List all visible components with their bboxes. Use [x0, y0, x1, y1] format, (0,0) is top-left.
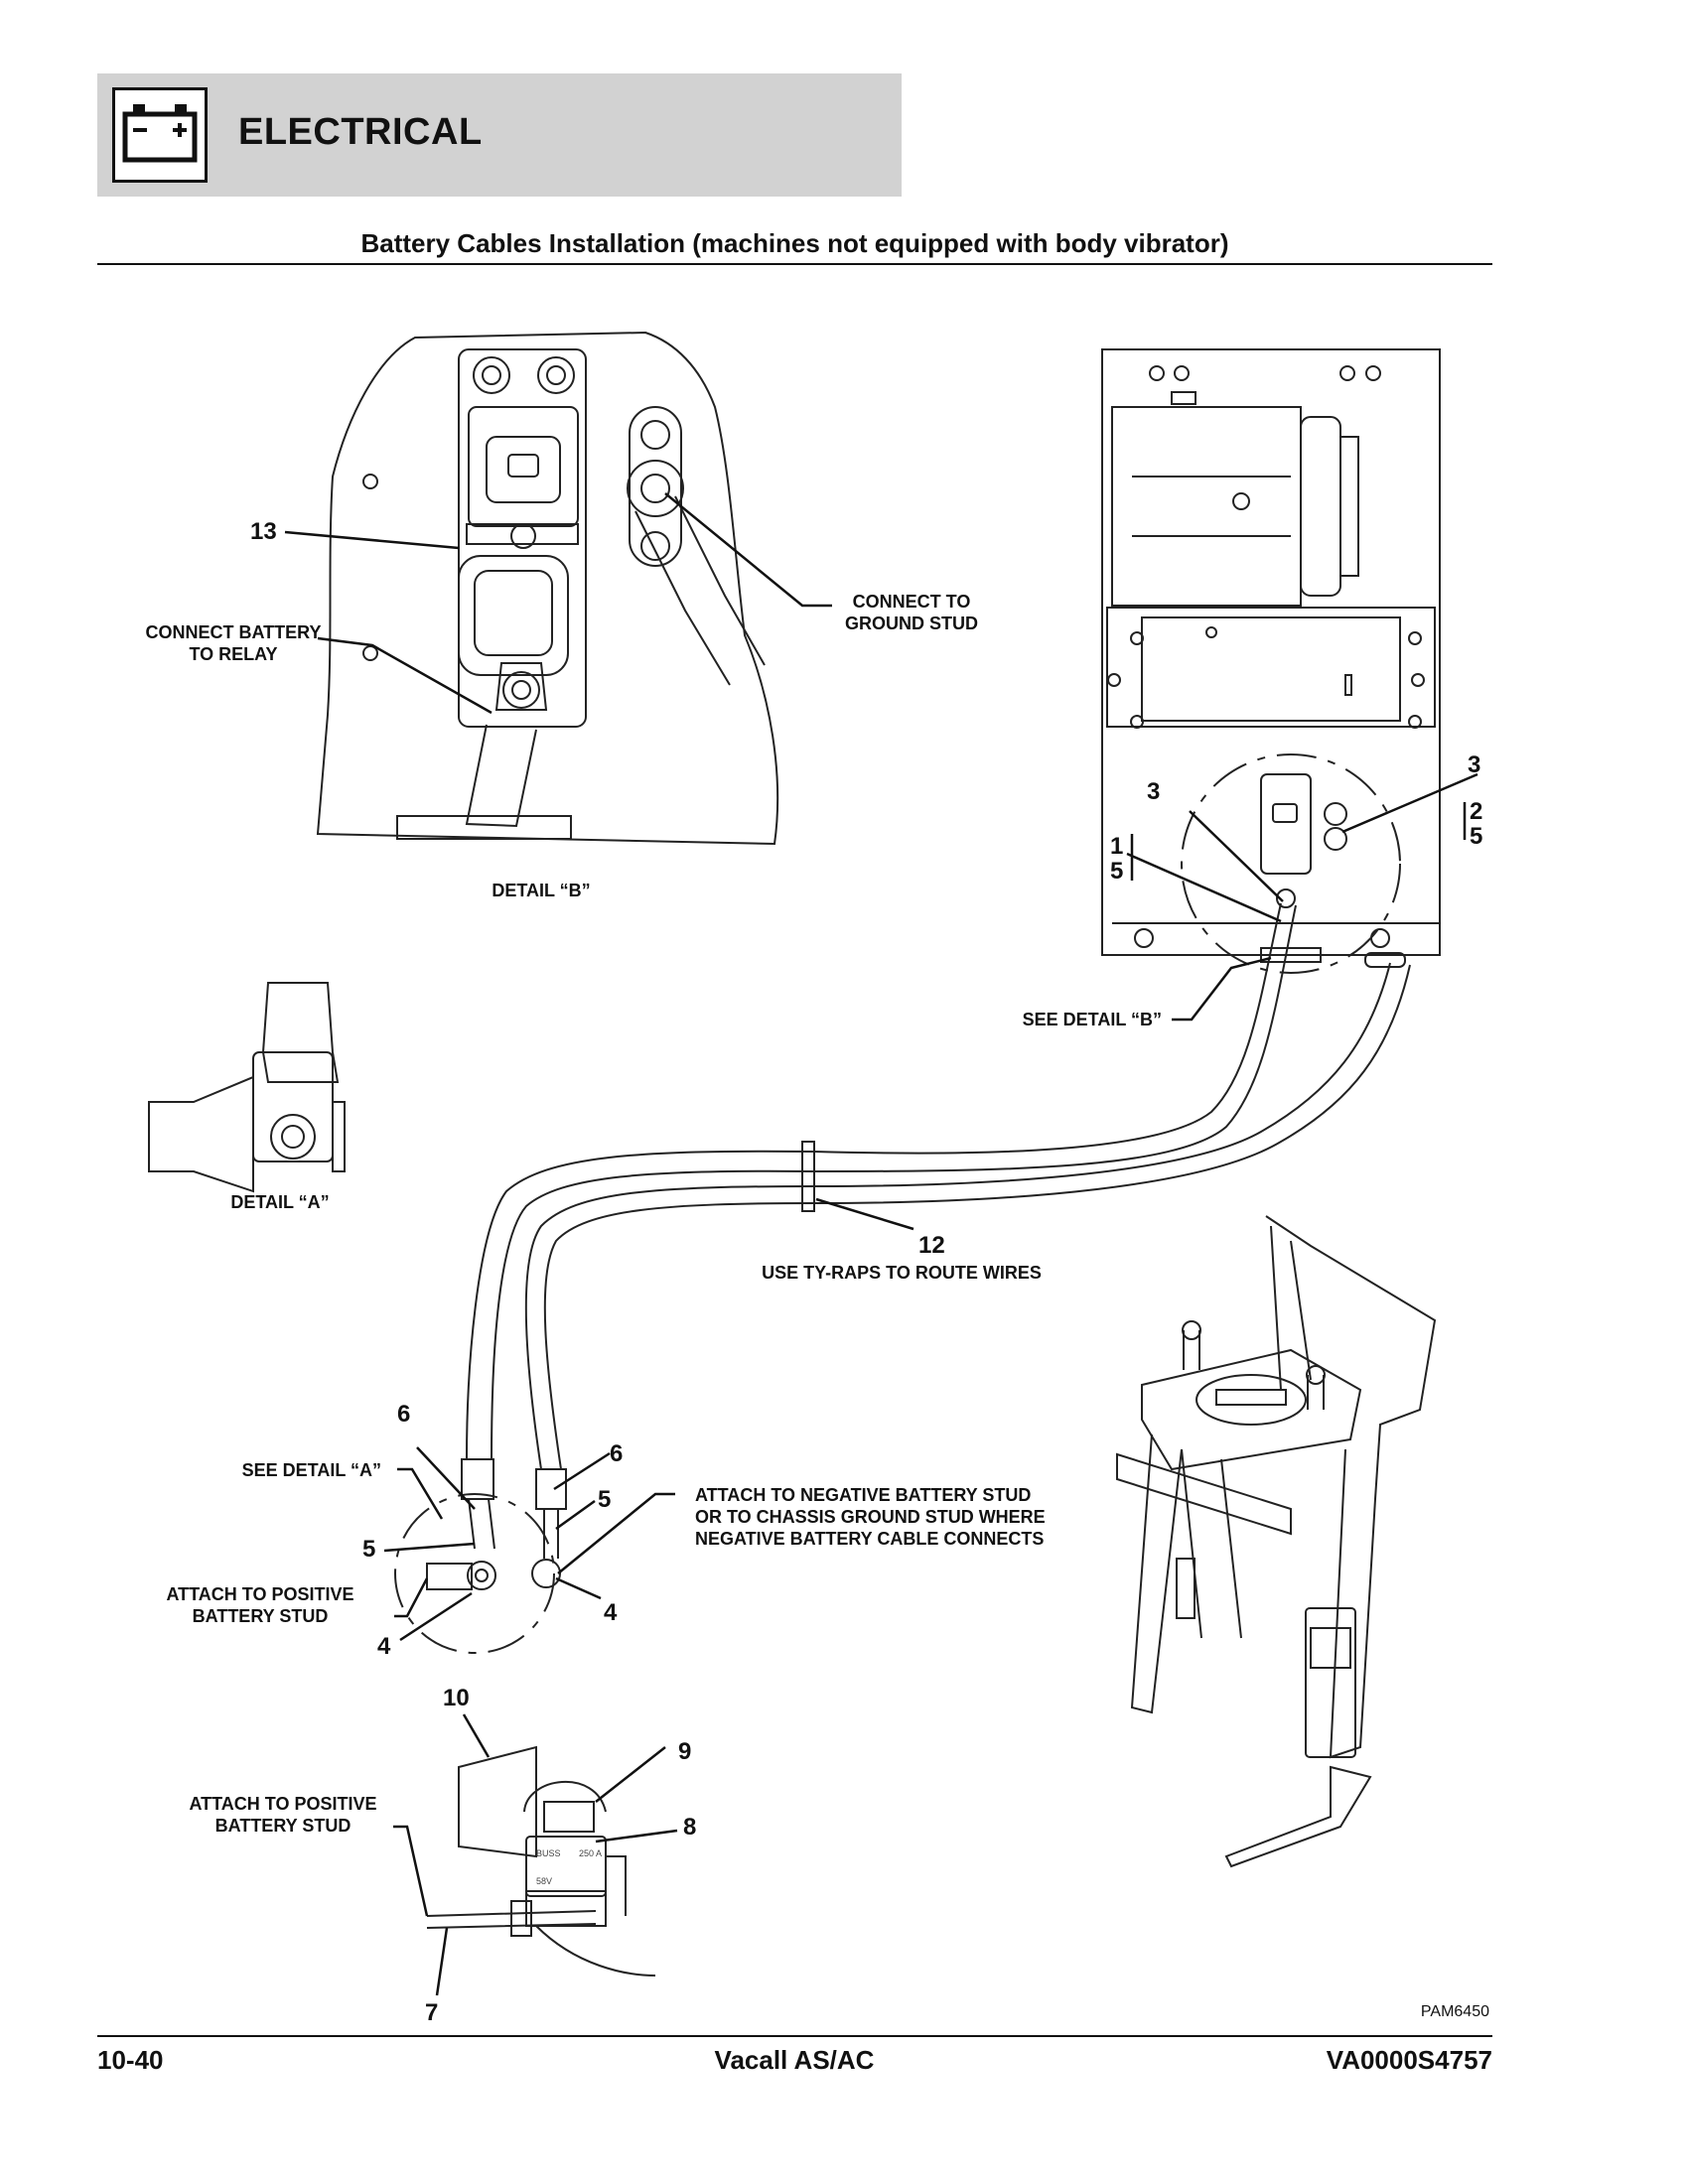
fuse-brand: BUSS [536, 1848, 561, 1858]
item-9: 9 [678, 1738, 691, 1765]
item-3-top: 3 [1468, 751, 1480, 778]
drawing-code: PAM6450 [1420, 2003, 1489, 2020]
cable-ends [394, 1458, 567, 1654]
leader-lines [284, 492, 1478, 1996]
footer-rule [97, 2035, 1492, 2037]
detail-b-drawing [316, 331, 779, 846]
item-3-left: 3 [1147, 778, 1160, 805]
item-5-mid: 5 [598, 1486, 611, 1513]
chassis-frame [1116, 1215, 1437, 1868]
item-4-right: 4 [604, 1599, 618, 1626]
item-2: 2 [1470, 798, 1482, 825]
battery-icon [112, 87, 208, 183]
callout-see-detail-b: SEE DETAIL “B” [1023, 1010, 1162, 1029]
detail-a-drawing [148, 982, 346, 1193]
callout-use-ty-raps: USE TY-RAPS TO ROUTE WIRES [762, 1263, 1042, 1283]
item-7: 7 [425, 1999, 438, 2026]
product-name: Vacall AS/AC [714, 2045, 875, 2075]
document-id: VA0000S4757 [1326, 2045, 1492, 2075]
battery-cables [466, 902, 1411, 1470]
item-8: 8 [683, 1814, 696, 1841]
item-10: 10 [443, 1685, 470, 1711]
item-6-right: 6 [610, 1440, 623, 1467]
page-title: Battery Cables Installation (machines no… [360, 228, 1229, 258]
detail-b-circle [1181, 753, 1401, 974]
header-band [97, 73, 902, 197]
battery-box-drawing [1101, 348, 1441, 956]
fuse-assembly [426, 1745, 656, 1977]
item-5-lower: 5 [362, 1536, 375, 1563]
item-6-left: 6 [397, 1401, 410, 1428]
item-13: 13 [250, 518, 277, 545]
fuse-rating: 250 A [579, 1848, 602, 1858]
section-title: ELECTRICAL [238, 111, 483, 153]
item-12: 12 [918, 1232, 945, 1259]
item-5-left: 5 [1110, 858, 1123, 885]
page-number: 10-40 [97, 2045, 164, 2075]
header-rule [97, 263, 1492, 265]
item-1: 1 [1110, 833, 1123, 860]
item-5-right: 5 [1470, 823, 1482, 850]
fuse-voltage: 58V [536, 1876, 552, 1886]
item-4-left: 4 [377, 1633, 391, 1660]
callout-detail-b: DETAIL “B” [492, 881, 590, 900]
callout-see-detail-a: SEE DETAIL “A” [242, 1460, 381, 1480]
callout-detail-a: DETAIL “A” [230, 1192, 329, 1212]
